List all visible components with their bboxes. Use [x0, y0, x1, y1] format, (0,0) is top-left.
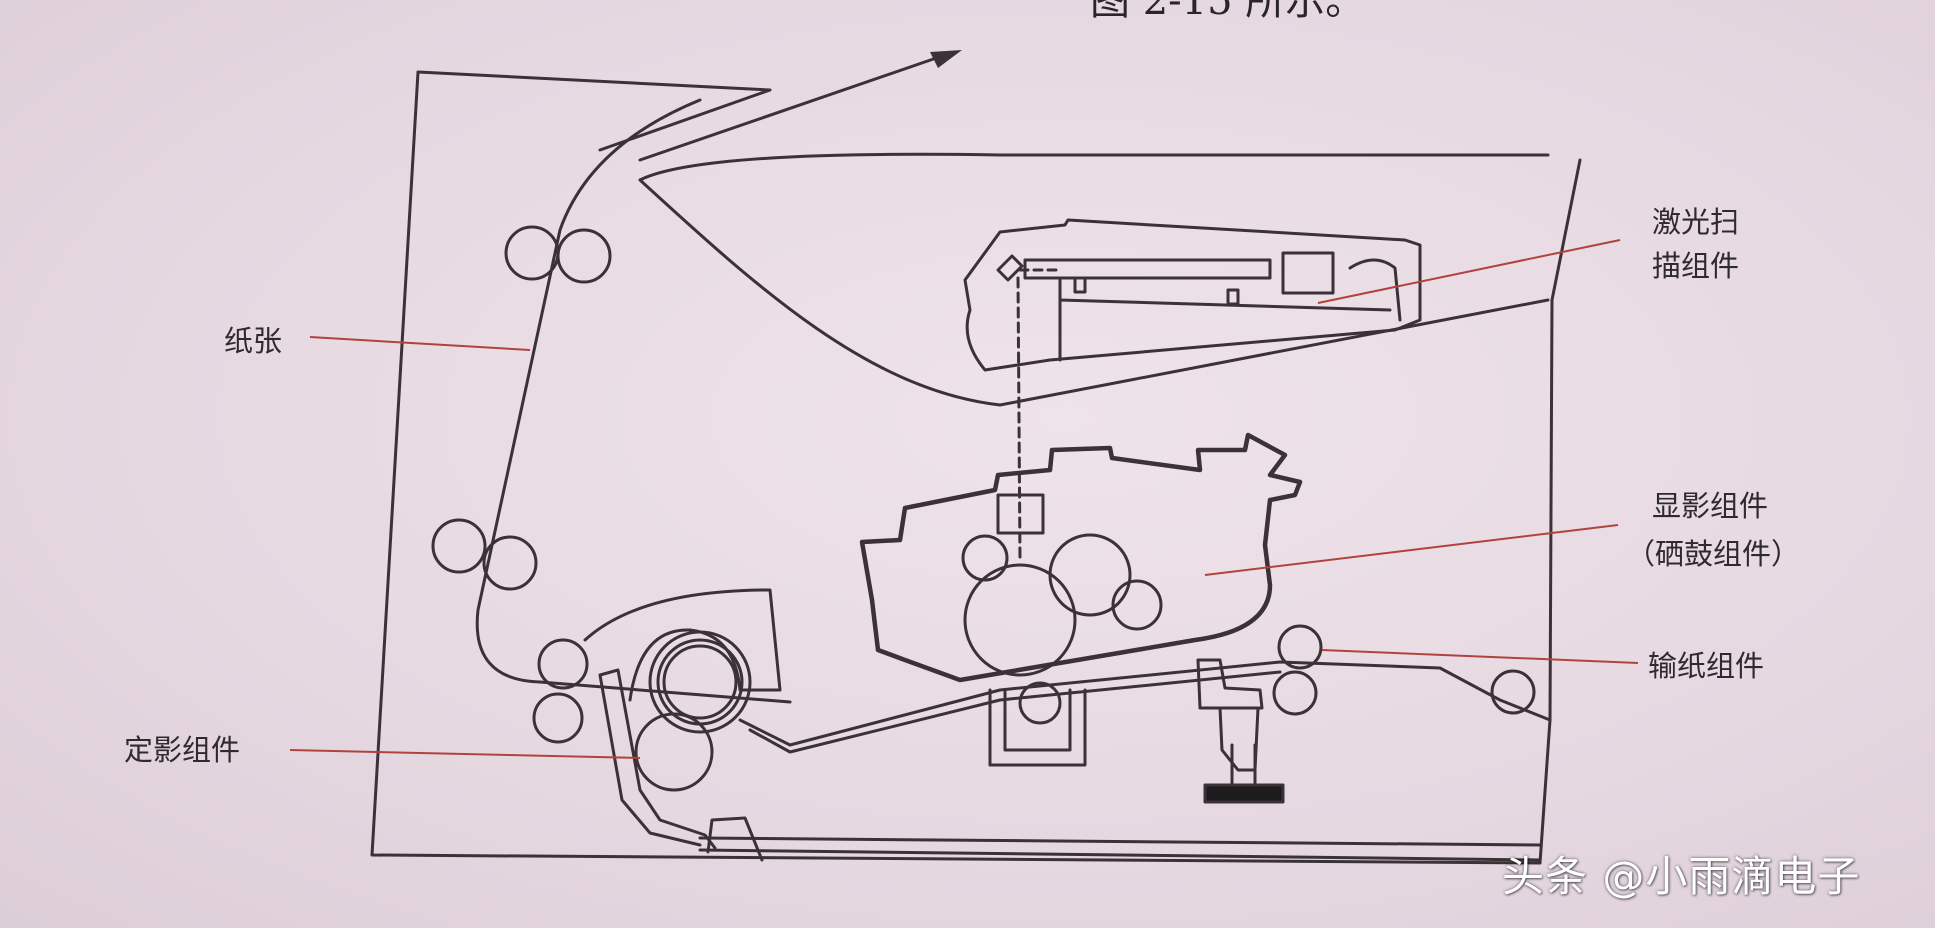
pressure-roller	[634, 712, 714, 792]
label-developer-1: 显影组件	[1652, 489, 1768, 523]
feed-roller-lower	[1272, 670, 1318, 716]
printer-housing	[370, 70, 1582, 865]
label-laser-scanner-2: 描组件	[1652, 249, 1739, 283]
lower-chassis	[698, 836, 1542, 862]
laser-beam-vertical	[1016, 276, 1022, 562]
roller-low-2	[532, 692, 584, 744]
paper-path	[475, 98, 792, 704]
transfer-roller	[1018, 681, 1062, 725]
leader-laser-scanner	[1317, 239, 1621, 304]
label-laser-scanner-1: 激光扫	[1652, 205, 1739, 239]
label-paper-feed: 输纸组件	[1648, 649, 1764, 683]
feed-roller-right	[1490, 669, 1536, 715]
label-fuser: 定影组件	[124, 733, 240, 767]
sensor-base	[1203, 783, 1285, 804]
cartridge-window	[996, 493, 1045, 535]
scanner-side	[1348, 258, 1402, 322]
polygon-mirror-plate	[1023, 258, 1272, 280]
paper-output-path	[638, 53, 947, 162]
top-cover	[638, 152, 1550, 407]
label-developer-2: （硒鼓组件）	[1626, 537, 1800, 571]
roller-mid-right	[482, 535, 538, 591]
output-arrow-head	[930, 50, 962, 68]
laser-scanner-unit	[963, 218, 1422, 372]
toner-cartridge	[859, 432, 1303, 683]
scanner-motor-block	[1281, 251, 1335, 295]
header-fragment: 图 2-15 所示。	[1090, 0, 1365, 24]
photosensitive-drum	[963, 563, 1077, 677]
leader-fuser	[289, 749, 641, 759]
transfer-path	[738, 660, 1552, 747]
developer-roller	[1048, 533, 1132, 617]
laser-mirror	[996, 254, 1024, 282]
transfer-support	[988, 688, 1087, 767]
leader-paper	[309, 336, 531, 351]
sensor-stem	[1230, 743, 1257, 787]
toner-agitator	[1111, 579, 1163, 631]
bottom-bracket	[706, 816, 764, 862]
roller-top-left	[504, 225, 560, 281]
scanner-post-2	[1226, 288, 1240, 306]
fuser-roller-inner	[662, 644, 738, 720]
fuser-roller-mid	[656, 638, 744, 726]
leader-developer	[1204, 524, 1619, 576]
leader-paper-feed	[1321, 649, 1639, 664]
fuser-roller-outer	[648, 630, 752, 734]
roller-mid-left	[431, 518, 487, 574]
paper-guide-left	[598, 668, 717, 850]
roller-top-right	[556, 228, 612, 284]
scanner-inner-frame	[1058, 278, 1392, 362]
label-paper: 纸张	[224, 324, 282, 358]
scanner-post-1	[1073, 276, 1087, 294]
roller-low-1	[537, 638, 589, 690]
transfer-path-lower	[748, 670, 1282, 754]
charge-roller	[961, 534, 1009, 582]
fuser-housing	[583, 588, 782, 702]
watermark: 头条 @小雨滴电子	[1502, 852, 1861, 901]
feed-roller-upper	[1277, 624, 1323, 670]
